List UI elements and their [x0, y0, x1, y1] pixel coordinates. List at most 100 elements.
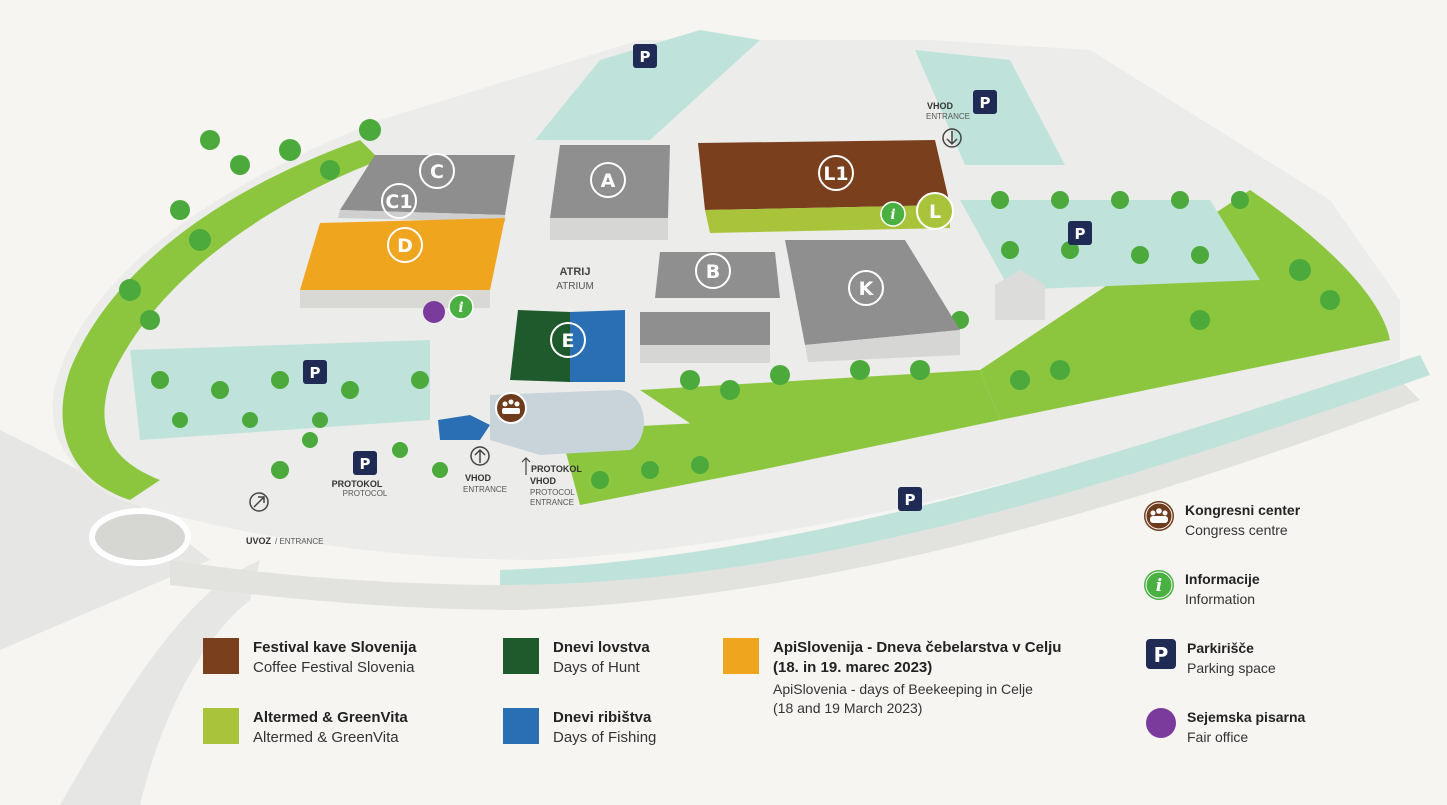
legend-item-altermed: Altermed & GreenVita Altermed & GreenVit…	[203, 708, 408, 748]
legend-subtitle: Days of Hunt	[553, 659, 640, 676]
hall-B-marker[interactable]: B	[695, 253, 731, 289]
legend-item-coffee-festival: Festival kave Slovenija Coffee Festival …	[203, 638, 416, 678]
key-item-information: i Informacije Information	[1143, 569, 1260, 609]
key-subtitle: Parking space	[1187, 660, 1276, 676]
entrance-top-right-label: VHOD	[927, 101, 954, 111]
congress-centre-marker[interactable]	[495, 392, 527, 424]
protocol-parking-label: PROTOKOL	[332, 479, 383, 489]
hall-L1-marker[interactable]: L1	[818, 155, 854, 191]
parking-marker-bottom[interactable]: P	[898, 487, 922, 511]
hall-C-marker[interactable]: C	[419, 153, 455, 189]
hall-E-marker[interactable]: E	[550, 322, 586, 358]
parking-lot-left	[130, 340, 430, 440]
legend-swatch-fishing	[503, 708, 539, 744]
key-subtitle: Congress centre	[1185, 522, 1288, 538]
key-item-parking: P Parkirišče Parking space	[1145, 638, 1276, 678]
parking-marker-right[interactable]: P	[1068, 221, 1092, 245]
parking-marker-top-right[interactable]: P	[973, 90, 997, 114]
congress-centre-building	[438, 390, 644, 455]
info-icon: i	[458, 300, 463, 316]
hall-L1-building	[698, 140, 950, 233]
hall-B-building	[640, 252, 780, 363]
fair-office-marker[interactable]	[423, 301, 445, 323]
info-point-L[interactable]: i	[880, 201, 906, 227]
info-icon: i	[890, 207, 895, 223]
hall-A-building	[550, 145, 670, 240]
parking-icon: P	[310, 364, 321, 382]
key-subtitle: Fair office	[1187, 729, 1249, 745]
atrium-sublabel: ATRIUM	[556, 281, 594, 292]
atrium-label: ATRIJ	[560, 266, 591, 278]
hall-K-label: K	[859, 278, 875, 300]
hall-K-building	[785, 240, 960, 362]
entrance-arrow-top-right	[942, 128, 962, 148]
hall-C1-label: C1	[385, 191, 412, 213]
legend-swatch-hunt	[503, 638, 539, 674]
svg-text:P: P	[1154, 643, 1169, 667]
info-icon: i	[1143, 569, 1175, 601]
key-title: Informacije	[1185, 571, 1260, 587]
entrance-top-right-sublabel: ENTRANCE	[926, 112, 970, 121]
key-title: Sejemska pisarna	[1187, 709, 1306, 725]
pavilion-building	[995, 270, 1045, 320]
roundabout	[89, 508, 191, 566]
legend-item-days-of-hunt: Dnevi lovstva Days of Hunt	[503, 638, 650, 678]
protocol-entrance-sublabel2: ENTRANCE	[530, 498, 574, 507]
hall-D-building	[300, 218, 505, 308]
drive-in-label: UVOZ	[246, 536, 272, 546]
parking-marker-left[interactable]: P	[303, 360, 327, 384]
parking-icon: P	[640, 48, 651, 66]
parking-marker-protocol[interactable]: P	[353, 451, 377, 475]
parking-icon: P	[1075, 225, 1086, 243]
legend-title: Festival kave Slovenija	[253, 639, 417, 656]
entrance-main-label: VHOD	[465, 473, 492, 483]
protocol-entrance-label1: PROTOKOL	[531, 464, 582, 474]
parking-icon: P	[980, 94, 991, 112]
legend-subtitle: Days of Fishing	[553, 729, 657, 746]
congress-icon	[1143, 500, 1175, 532]
legend-swatch-altermed	[203, 708, 239, 744]
trees	[119, 119, 1340, 489]
hall-A-marker[interactable]: A	[590, 162, 626, 198]
hall-K-marker[interactable]: K	[848, 270, 884, 306]
key-item-congress-centre: Kongresni center Congress centre	[1143, 500, 1300, 540]
parking-icon: P	[1145, 638, 1177, 670]
legend-item-days-of-fishing: Dnevi ribištva Days of Fishing	[503, 708, 656, 748]
key-subtitle: Information	[1185, 591, 1256, 607]
hall-E-label: E	[562, 330, 575, 352]
parking-lot-right	[960, 200, 1260, 290]
road-bottom-left	[60, 560, 260, 805]
road-main	[170, 380, 1420, 610]
hall-C-label: C	[430, 161, 444, 183]
entrance-arrow-main	[470, 446, 490, 466]
legend-title-dates: (18. in 19. marec 2023)	[773, 659, 933, 676]
legend-title: ApiSlovenija - Dneva čebelarstva v Celju	[773, 639, 1062, 656]
protocol-parking-sublabel: PROTOCOL	[343, 489, 388, 498]
legend-subtitle: ApiSlovenia - days of Beekeeping in Celj…	[773, 681, 1033, 697]
parking-marker-top[interactable]: P	[633, 44, 657, 68]
parking-icon: P	[905, 491, 916, 509]
svg-text:i: i	[1156, 576, 1162, 596]
key-title: Kongresni center	[1185, 502, 1301, 518]
hall-L1-label: L1	[823, 163, 848, 185]
legend-swatch-apislovenija	[723, 638, 759, 674]
hall-D-marker[interactable]: D	[387, 227, 423, 263]
hall-L-marker[interactable]: L	[916, 192, 954, 230]
green-belt-right	[980, 190, 1390, 420]
hall-A-label: A	[601, 170, 616, 192]
entrance-main-sublabel: ENTRANCE	[463, 485, 507, 494]
hall-C1-marker[interactable]: C1	[381, 183, 417, 219]
legend-title: Altermed & GreenVita	[253, 709, 408, 726]
legend-title: Dnevi ribištva	[553, 709, 652, 726]
legend-title: Dnevi lovstva	[553, 639, 650, 656]
legend-subtitle: Altermed & GreenVita	[253, 729, 399, 746]
hall-B-label: B	[706, 261, 720, 283]
protocol-entrance-sublabel1: PROTOCOL	[530, 488, 575, 497]
parking-icon: P	[360, 455, 371, 473]
hall-D-label: D	[397, 235, 413, 257]
entrance-arrow-drive-in	[249, 492, 269, 512]
hall-L-label: L	[929, 201, 941, 223]
info-point-D[interactable]: i	[448, 294, 474, 320]
key-item-fair-office: Sejemska pisarna Fair office	[1145, 707, 1305, 747]
